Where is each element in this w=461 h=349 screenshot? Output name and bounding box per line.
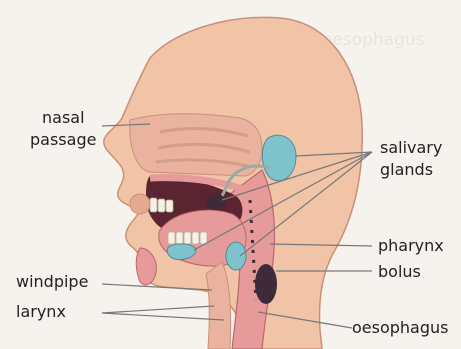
label-passage: passage: [30, 130, 96, 149]
label-glands: glands: [380, 160, 433, 179]
label-oesophagus: oesophagus: [352, 318, 449, 337]
line-larynx-1: [102, 306, 214, 313]
label-pharynx: pharynx: [378, 236, 444, 255]
submandibular-gland-2: [226, 242, 246, 270]
label-bolus: bolus: [378, 262, 421, 281]
line-larynx-2: [102, 313, 224, 320]
label-salivary: salivary: [380, 138, 442, 157]
bolus: [255, 264, 277, 304]
label-nasal: nasal: [42, 108, 85, 127]
label-larynx: larynx: [16, 302, 66, 321]
upper-teeth: [150, 198, 173, 212]
submandibular-gland-1: [206, 194, 226, 210]
label-windpipe: windpipe: [16, 272, 88, 291]
parotid-gland: [262, 135, 296, 181]
lower-teeth: [168, 232, 207, 244]
upper-lip: [130, 194, 150, 214]
